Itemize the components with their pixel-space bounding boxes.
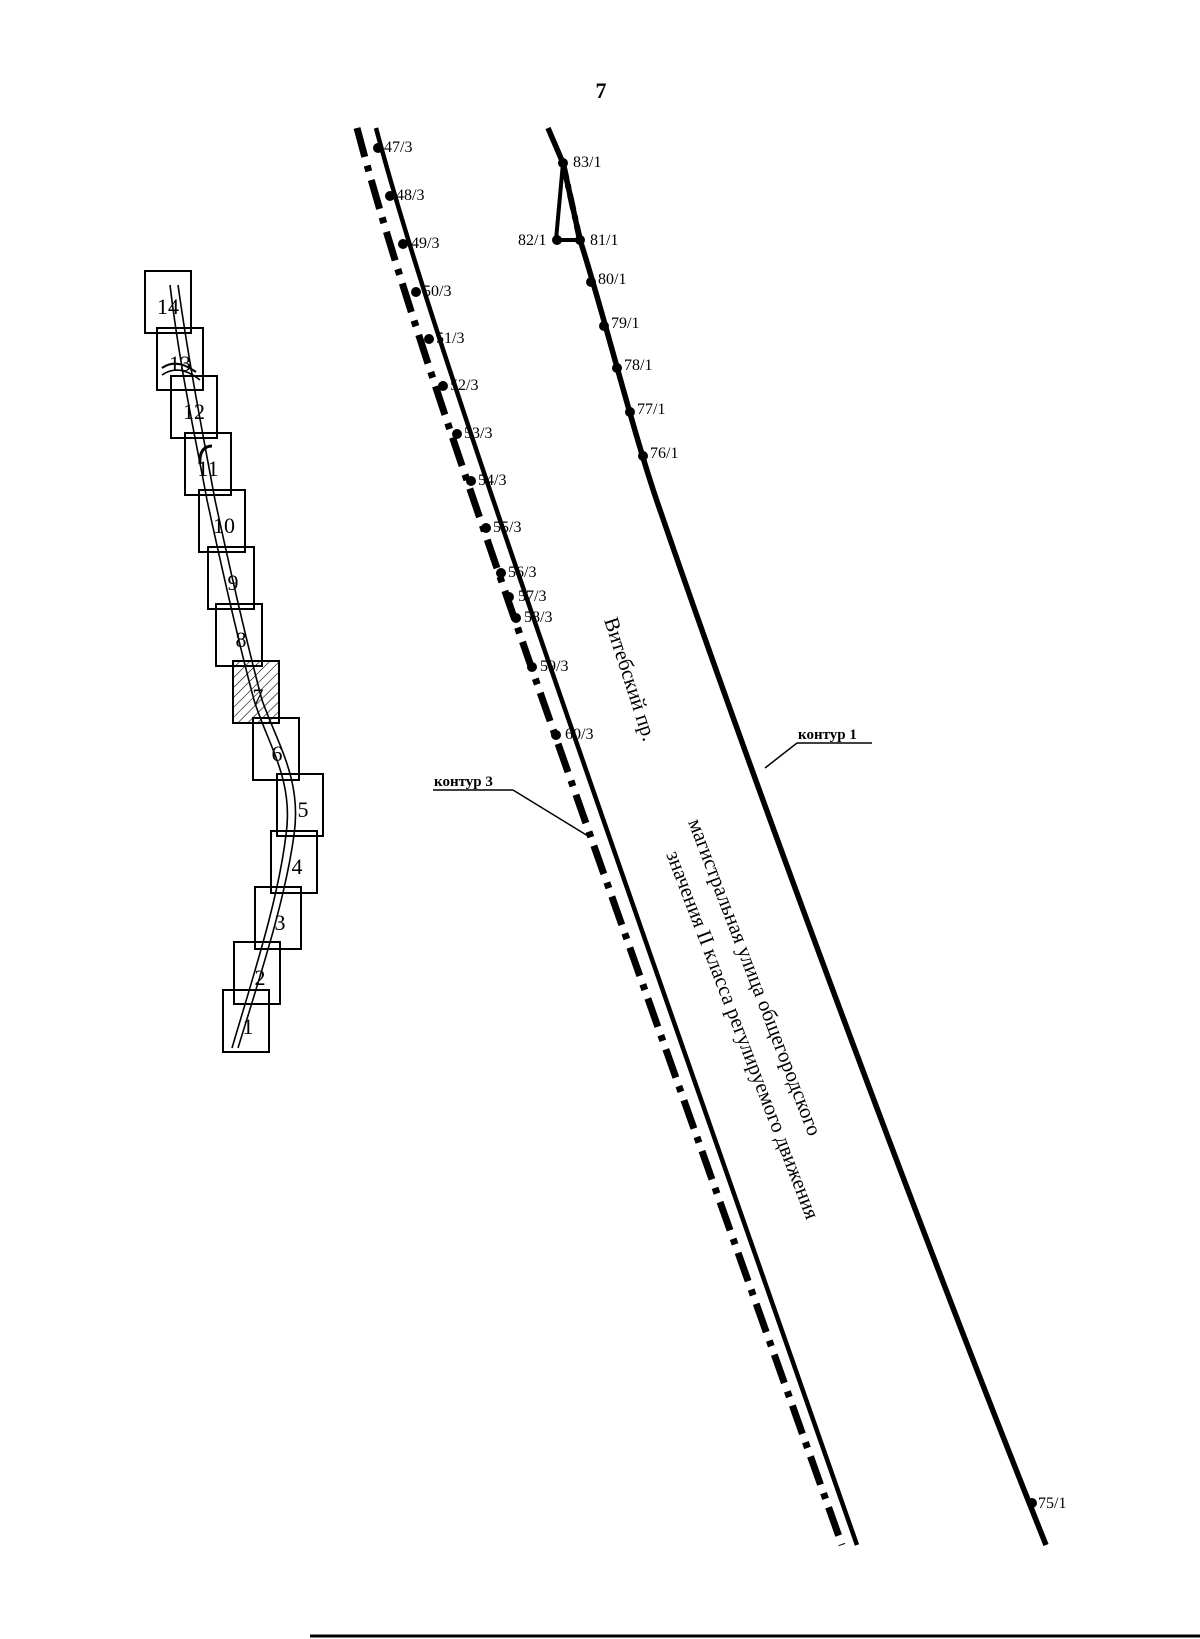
point-label: 51/3 [436, 330, 464, 347]
point-label: 48/3 [396, 187, 424, 204]
key-tile-label-4: 4 [292, 854, 303, 879]
key-tile-label-8: 8 [236, 627, 247, 652]
survey-point [599, 321, 609, 331]
point-label: 77/1 [637, 401, 665, 418]
contour-3-label: контур 3 [434, 774, 493, 790]
key-tile-14 [144, 270, 192, 334]
key-tile-11 [184, 432, 232, 496]
street-name: Витебский пр. [599, 614, 662, 744]
contour-3-solid-line [373, 127, 860, 1546]
contour-3-leader [512, 789, 589, 837]
survey-point [625, 407, 635, 417]
key-tile-label-3: 3 [275, 910, 286, 935]
point-label: 59/3 [540, 658, 568, 675]
survey-point [438, 381, 448, 391]
key-street-trace-right [177, 284, 297, 1049]
point-label: 52/3 [450, 377, 478, 394]
point-label: 58/3 [524, 609, 552, 626]
survey-point [452, 429, 462, 439]
key-tile-label-11: 11 [197, 456, 218, 481]
survey-point [586, 277, 596, 287]
key-side-street-2 [161, 369, 201, 381]
key-tile-label-13: 13 [169, 351, 191, 376]
survey-point [496, 568, 506, 578]
key-tile-label-14: 14 [157, 294, 179, 319]
survey-point [527, 662, 537, 672]
point-label: 81/1 [590, 232, 618, 249]
key-tile-7 [232, 660, 280, 724]
point-label: 57/3 [518, 588, 546, 605]
key-tile-label-10: 10 [213, 513, 235, 538]
contour-3 [353, 127, 860, 1547]
survey-point [511, 613, 521, 623]
survey-point [385, 191, 395, 201]
point-label: 79/1 [611, 315, 639, 332]
point-label: 54/3 [478, 472, 506, 489]
key-tile-label-9: 9 [228, 570, 239, 595]
point-label: 47/3 [384, 139, 412, 156]
contour-1-points: 83/1 82/1 81/1 80/1 79/1 78/1 77/1 76/1 … [518, 154, 1066, 1512]
survey-point [638, 451, 648, 461]
point-label: 50/3 [423, 283, 451, 300]
point-label: 56/3 [508, 564, 536, 581]
key-tile-label-7: 7 [253, 684, 264, 709]
survey-point [504, 592, 514, 602]
survey-point [424, 334, 434, 344]
point-label: 75/1 [1038, 1495, 1066, 1512]
key-tile-1 [222, 989, 270, 1053]
key-tile-label-1: 1 [243, 1014, 254, 1039]
survey-point [411, 287, 421, 297]
contour-1-dash-overlay [560, 162, 583, 241]
contour-1 [545, 126, 1049, 1547]
page-number: 7 [596, 78, 607, 103]
survey-point [398, 239, 408, 249]
contour-3-dashdot-line [353, 127, 846, 1547]
point-label: 80/1 [598, 271, 626, 288]
survey-point [558, 158, 568, 168]
key-side-street [161, 362, 197, 373]
point-label: 55/3 [493, 519, 521, 536]
key-tile-13 [156, 327, 204, 391]
key-tile-3 [254, 886, 302, 950]
survey-point [552, 235, 562, 245]
key-tile-2 [233, 941, 281, 1005]
contour-1-label: контур 1 [798, 727, 857, 743]
contour-3-points: 47/3 48/3 49/3 50/3 51/3 52/3 53/3 54/3 … [373, 139, 593, 743]
point-label: 78/1 [624, 357, 652, 374]
key-tile-10 [198, 489, 246, 553]
key-tile-label-5: 5 [298, 797, 309, 822]
survey-point [612, 363, 622, 373]
contour-1-leader [764, 742, 798, 769]
point-label: 53/3 [464, 425, 492, 442]
survey-point [551, 730, 561, 740]
key-street-trace-left [169, 284, 289, 1049]
key-side-street-3 [198, 444, 213, 465]
survey-point [373, 143, 383, 153]
point-label: 76/1 [650, 445, 678, 462]
survey-point [1027, 1498, 1037, 1508]
key-tile-label-6: 6 [272, 741, 283, 766]
survey-point [575, 235, 585, 245]
contour-1-line [545, 126, 1049, 1547]
key-map: 1 2 3 4 5 6 7 8 9 10 11 12 13 14 [144, 270, 324, 1053]
survey-point [481, 523, 491, 533]
contour-3-callout: контур 3 [433, 774, 589, 837]
key-tile-label-2: 2 [255, 965, 266, 990]
survey-point [466, 476, 476, 486]
point-label: 82/1 [518, 232, 546, 249]
contour-1-callout: контур 1 [764, 727, 872, 769]
key-tile-label-12: 12 [183, 399, 205, 424]
point-label: 83/1 [573, 154, 601, 171]
point-label: 60/3 [565, 726, 593, 743]
point-label: 49/3 [411, 235, 439, 252]
